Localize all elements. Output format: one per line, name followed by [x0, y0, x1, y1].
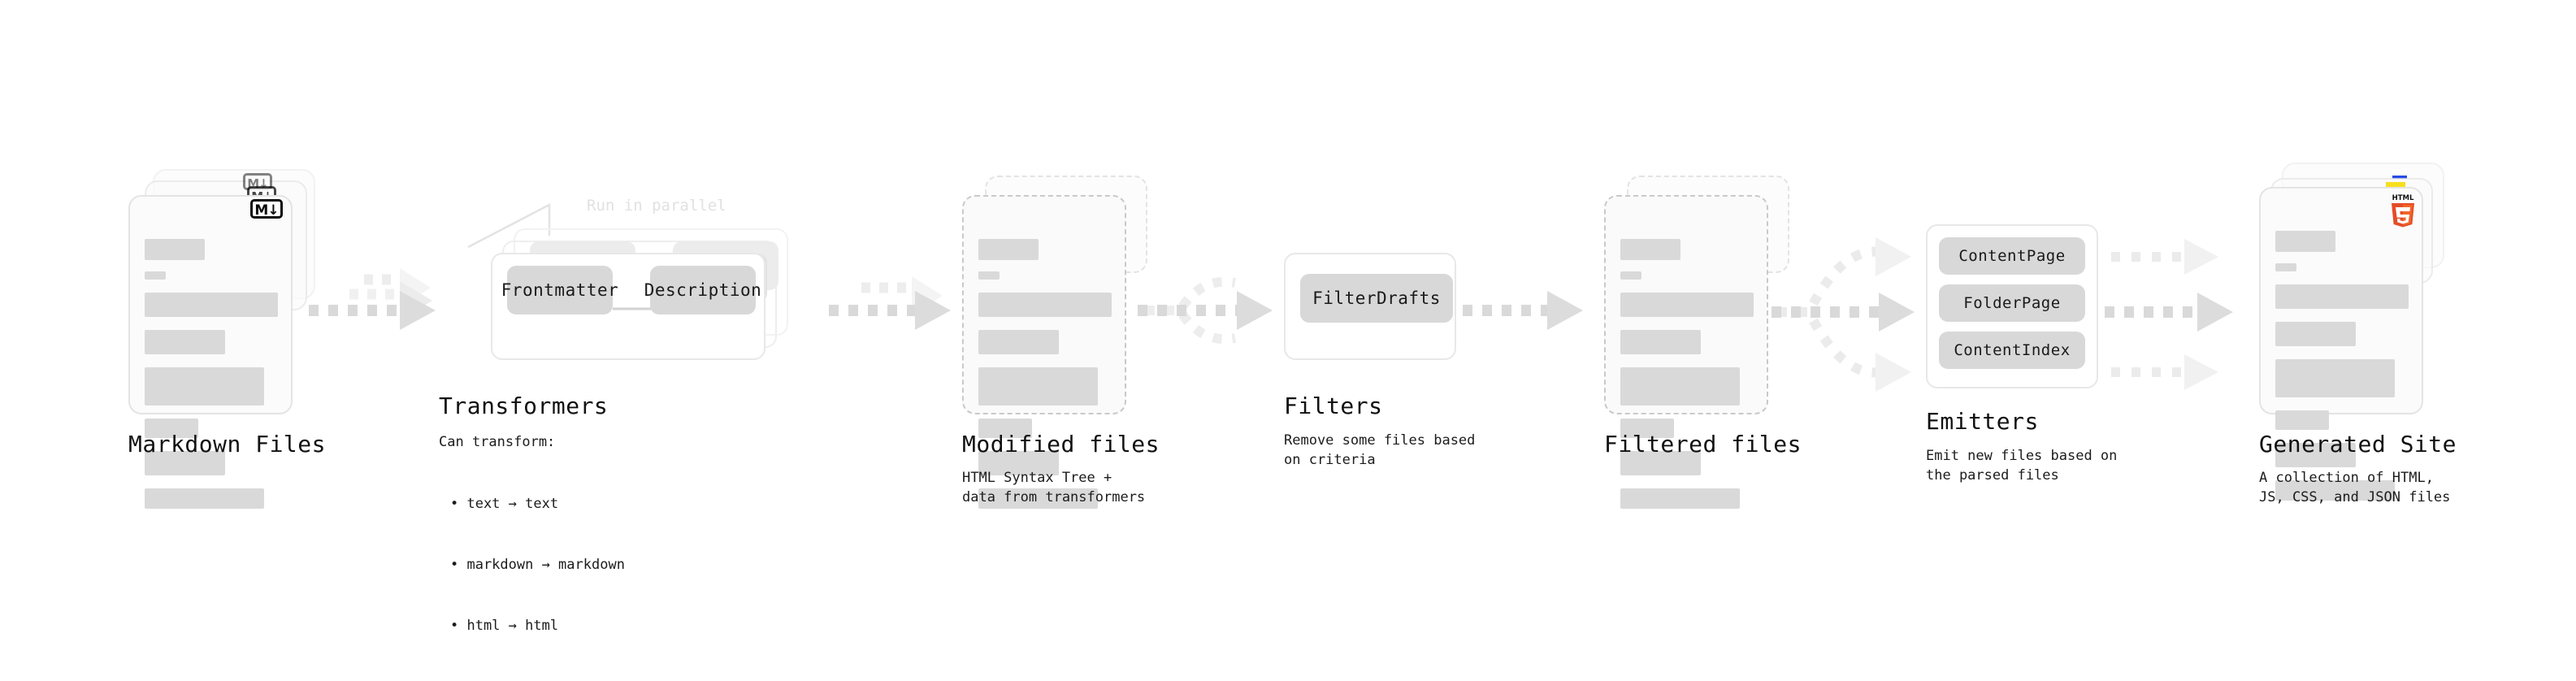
card-bar: [1620, 367, 1740, 406]
arrow-filtered-to-emitters: [1772, 236, 1950, 398]
card-bar: [978, 451, 1059, 475]
transformers-bullet-list: • text → text • markdown → markdown • ht…: [450, 453, 625, 677]
stage-filtered-files: Filtered files: [1585, 0, 1926, 681]
card-bar: [978, 367, 1098, 406]
modified-card-front: [962, 195, 1126, 509]
emitters-chip-folderpage[interactable]: FolderPage: [1939, 284, 2085, 322]
run-in-parallel-leader: [467, 202, 551, 249]
card-bar: [978, 330, 1059, 354]
card-bar: [145, 451, 225, 475]
card-bar: [145, 488, 264, 509]
stage-title-generated-site: Generated Site: [2259, 431, 2457, 458]
stage-transformers: Run in parallel Frontmatter Description …: [439, 0, 861, 681]
stage-modified-files: Modified files HTML Syntax Tree + data f…: [943, 0, 1284, 681]
card-bar: [978, 488, 1098, 509]
site-card-front: [2259, 187, 2423, 501]
card-bar: [978, 419, 1032, 438]
card-bar: [978, 293, 1112, 317]
stage-filters: FilterDrafts Filters Remove some files b…: [1276, 0, 1601, 681]
card-bar: [145, 293, 278, 317]
transformers-bullet-0: • text → text: [450, 496, 559, 512]
emitters-subtitle: Emit new files based on the parsed files: [1926, 448, 2118, 484]
svg-text:HTML: HTML: [2392, 194, 2414, 202]
stage-title-filtered-files: Filtered files: [1604, 431, 1802, 458]
transformer-chip-frontmatter[interactable]: Frontmatter: [501, 266, 618, 314]
card-bar: [1620, 330, 1701, 354]
transformers-bullet-1: • markdown → markdown: [450, 557, 625, 573]
arrow-modified-to-filters: [1138, 268, 1300, 366]
filters-subtitle: Remove some files based on criteria: [1284, 432, 1476, 468]
run-in-parallel-label: Run in parallel: [587, 197, 726, 215]
card-bar: [1620, 451, 1701, 475]
card-bar: [1620, 419, 1674, 438]
card-bar: [2275, 480, 2395, 501]
card-bar: [145, 239, 205, 260]
stage-title-filters: Filters: [1284, 393, 1383, 419]
arrow-transformers-to-modified: [829, 276, 967, 358]
filters-chip-filterdrafts[interactable]: FilterDrafts: [1300, 274, 1453, 323]
card-bar: [1620, 488, 1740, 509]
card-bar: [2275, 322, 2356, 346]
card-bar: [2275, 231, 2335, 252]
modified-files-subtitle: HTML Syntax Tree + data from transformer…: [962, 470, 1146, 505]
markdown-card-front: [128, 195, 293, 509]
card-bar: [2275, 284, 2409, 309]
arrow-filters-to-filtered: [1463, 284, 1601, 358]
card-bar: [145, 330, 225, 354]
stage-title-modified-files: Modified files: [962, 431, 1160, 458]
emitters-chip-contentpage[interactable]: ContentPage: [1939, 237, 2085, 275]
arrow-emitters-to-site: [2105, 236, 2267, 398]
stage-title-markdown-files: Markdown Files: [128, 431, 327, 458]
markdown-icon: M↓: [250, 199, 283, 219]
card-bar: [1620, 293, 1754, 317]
stage-generated-site: HTML Generated Site A collection of HTML…: [2235, 0, 2576, 681]
filtered-card-front: [1604, 195, 1768, 509]
card-bar: [2275, 410, 2329, 430]
transformer-chip-description[interactable]: Description: [644, 266, 761, 314]
card-bar: [2275, 359, 2395, 397]
css-icon: [2392, 169, 2409, 180]
transformers-subtitle: Can transform:: [439, 434, 556, 450]
card-bar: [2275, 443, 2356, 467]
card-bar: [1620, 271, 1641, 280]
generated-site-subtitle: A collection of HTML, JS, CSS, and JSON …: [2259, 470, 2451, 505]
card-bar: [1620, 239, 1680, 260]
stage-markdown-files: M↓ M↓ M↓ Markdown Files: [0, 0, 341, 681]
html5-icon: HTML: [2388, 192, 2418, 228]
arrow-markdown-to-transformers: [309, 268, 447, 349]
stage-title-emitters: Emitters: [1926, 408, 2039, 435]
stage-title-transformers: Transformers: [439, 393, 609, 419]
stage-emitters: ContentPage FolderPage ContentIndex Emit…: [1918, 0, 2243, 681]
card-bar: [978, 239, 1039, 260]
card-bar: [145, 271, 166, 280]
card-bar: [2275, 263, 2296, 271]
card-bar: [978, 271, 1000, 280]
card-bar: [145, 367, 264, 406]
transformers-bullet-2: • html → html: [450, 618, 559, 634]
emitters-chip-contentindex[interactable]: ContentIndex: [1939, 332, 2085, 369]
card-bar: [145, 419, 198, 438]
